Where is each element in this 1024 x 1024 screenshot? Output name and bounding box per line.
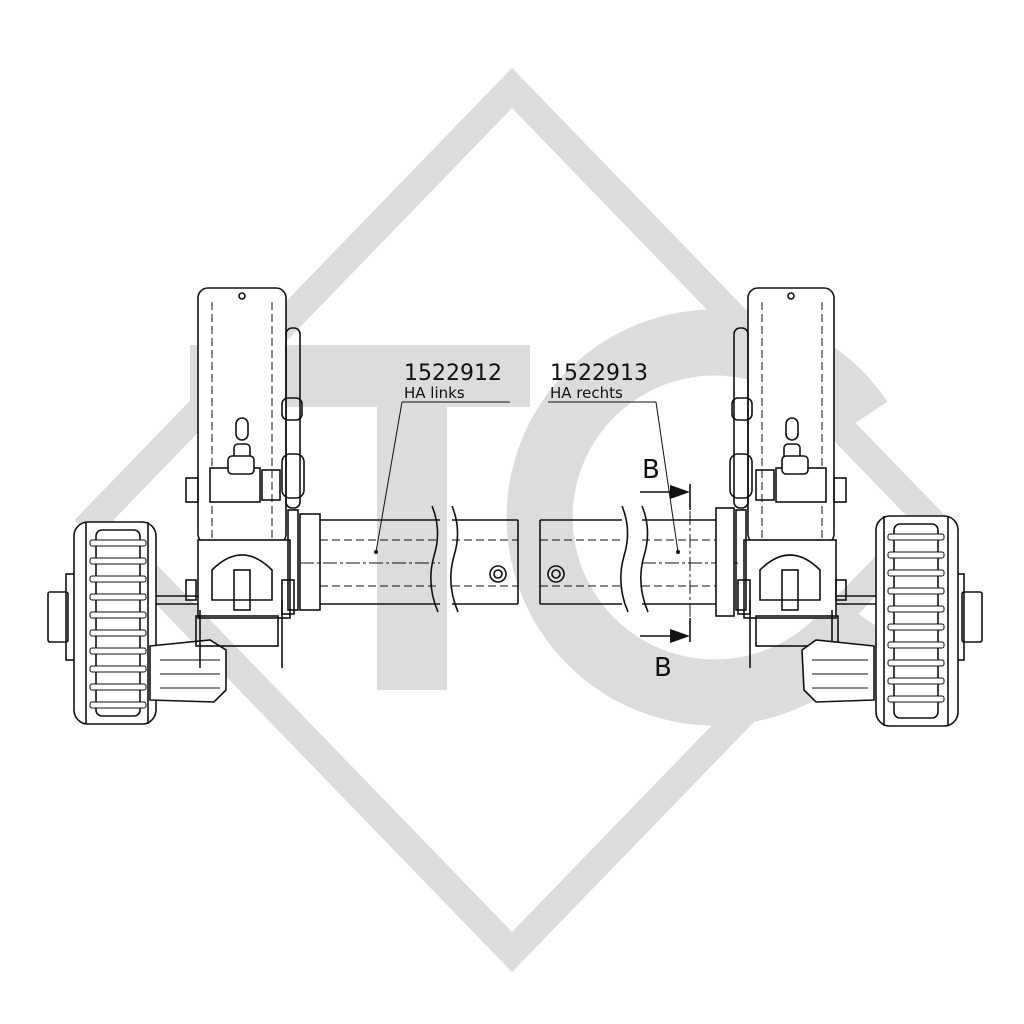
right-drum-rib-3: [887, 587, 945, 595]
right-part-number: 1522913: [550, 361, 648, 386]
section-label-bottom: B: [654, 653, 672, 683]
left-drum-rib-3: [89, 593, 147, 601]
right-mounting-bracket: [729, 287, 878, 668]
left-callout-leader: [375, 401, 403, 553]
section-label-top: B: [642, 455, 660, 485]
left-mounting-bracket: [156, 287, 305, 668]
right-drum-rib-9: [887, 695, 945, 703]
right-axle-tube: [539, 505, 738, 617]
left-drum-rib-9: [89, 701, 147, 709]
watermark-letter-c: [506, 309, 888, 726]
right-drum-rib-2: [887, 569, 945, 577]
callout-right: 1522913 HA rechts: [548, 361, 680, 554]
right-drum-rib-4: [887, 605, 945, 613]
section-arrow-top-head: [670, 485, 690, 499]
right-drum-rib-0: [887, 533, 945, 541]
left-drum-rib-4: [89, 611, 147, 619]
left-callout-dot: [374, 550, 378, 554]
right-drum-rib-8: [887, 677, 945, 685]
right-drum-rib-6: [887, 641, 945, 649]
left-part-number: 1522912: [404, 361, 502, 386]
left-drum-rib-6: [89, 647, 147, 655]
left-drum-rib-1: [89, 557, 147, 565]
left-drum-rib-5: [89, 629, 147, 637]
left-part-description: HA links: [404, 384, 465, 402]
left-brake-drum: [47, 521, 157, 725]
section-marker: B B: [640, 455, 691, 683]
right-drum-rib-5: [887, 623, 945, 631]
right-brake-drum: [875, 515, 983, 727]
left-drum-rib-7: [89, 665, 147, 673]
callout-left: 1522912 HA links: [374, 361, 510, 554]
section-arrow-bottom-head: [670, 629, 690, 643]
right-brake-housing: [801, 639, 875, 703]
left-drum-rib-8: [89, 683, 147, 691]
left-brake-housing: [149, 639, 227, 703]
right-drum-rib-1: [887, 551, 945, 559]
right-callout-leader: [655, 401, 679, 553]
left-axle-tube: [299, 505, 519, 613]
right-drum-rib-7: [887, 659, 945, 667]
left-drum-rib-0: [89, 539, 147, 547]
right-callout-dot: [676, 550, 680, 554]
left-drum-rib-2: [89, 575, 147, 583]
right-part-description: HA rechts: [550, 384, 623, 402]
